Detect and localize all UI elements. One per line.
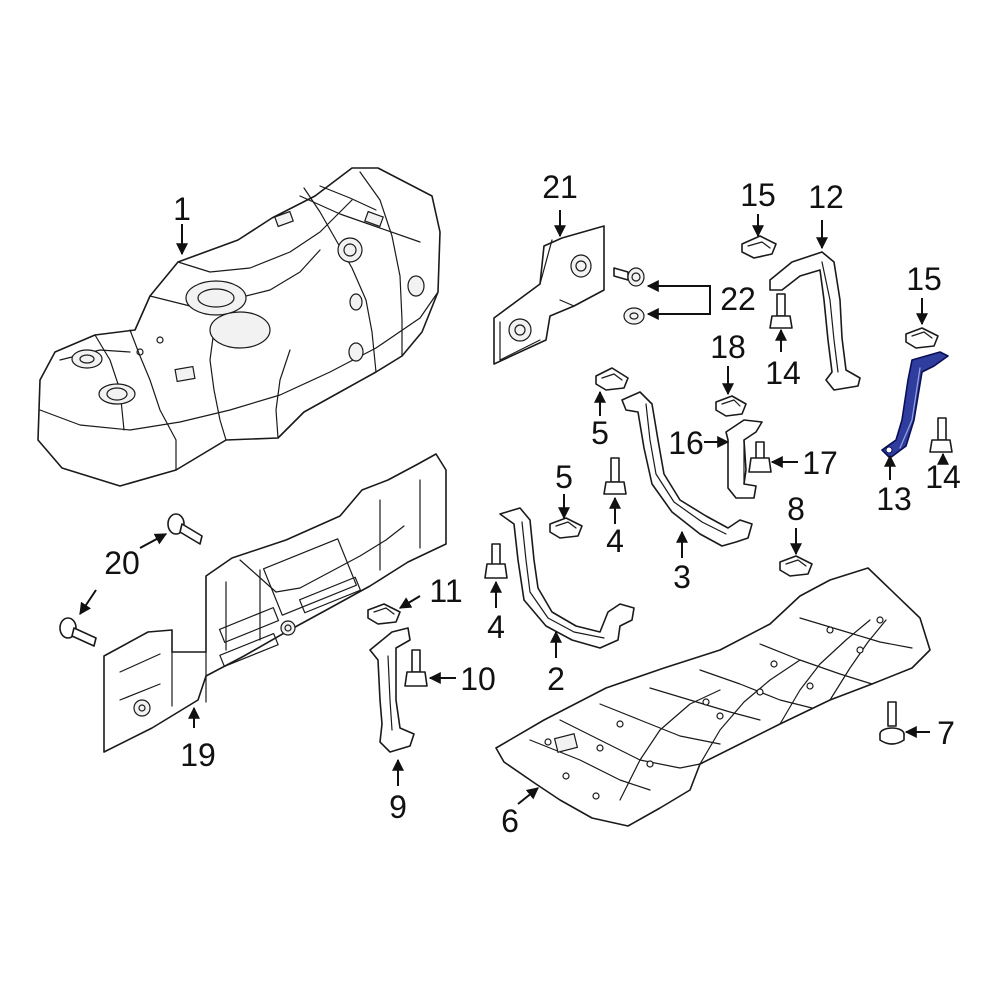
callout-5a: 5 — [591, 415, 609, 451]
callout-9: 9 — [389, 789, 407, 825]
part-5-clip-upper[interactable] — [595, 367, 629, 391]
part-22-bolt-and-nut[interactable] — [613, 267, 645, 325]
callout-leaders — [79, 210, 949, 805]
callout-labels: 1 2 3 4 4 5 5 6 7 8 9 10 11 12 13 14 14 … — [104, 169, 961, 839]
part-2-strap[interactable] — [499, 507, 635, 649]
leader-6 — [517, 787, 539, 805]
part-13-strap-highlighted[interactable] — [881, 351, 949, 459]
callout-22: 22 — [720, 281, 756, 317]
callout-14b: 14 — [925, 459, 961, 495]
callout-16: 16 — [668, 425, 704, 461]
callout-6: 6 — [501, 803, 519, 839]
part-14-bolt-right[interactable] — [929, 417, 953, 453]
part-16-bracket[interactable] — [725, 419, 763, 499]
part-20-bolt-upper[interactable] — [167, 513, 203, 545]
leader-11 — [398, 595, 421, 609]
callout-7: 7 — [937, 715, 955, 751]
callout-1: 1 — [173, 191, 191, 227]
callout-8: 8 — [787, 491, 805, 527]
part-20-bolt-lower[interactable] — [59, 617, 97, 647]
callout-14a: 14 — [765, 355, 801, 391]
callout-5b: 5 — [555, 459, 573, 495]
part-19-heat-shield[interactable] — [103, 453, 447, 753]
callout-2: 2 — [547, 661, 565, 697]
callout-4a: 4 — [606, 523, 624, 559]
part-1-fuel-tank[interactable] — [37, 167, 441, 487]
callout-3: 3 — [673, 559, 691, 595]
callout-13: 13 — [876, 481, 912, 517]
part-17-bolt[interactable] — [748, 441, 772, 473]
part-7-pin[interactable] — [879, 701, 905, 745]
part-3-strap[interactable] — [621, 391, 753, 547]
leader-20a — [139, 533, 168, 549]
callout-18: 18 — [710, 329, 746, 365]
callout-12: 12 — [808, 179, 844, 215]
part-11-clip[interactable] — [367, 603, 401, 625]
part-9-bracket[interactable] — [369, 627, 415, 753]
part-21-bracket[interactable] — [493, 225, 605, 365]
part-4-bolt-lower[interactable] — [484, 543, 508, 579]
part-6-skid-plate[interactable] — [495, 567, 931, 827]
callout-20: 20 — [104, 545, 140, 581]
part-5-clip-lower[interactable] — [549, 517, 583, 539]
part-14-bolt-left[interactable] — [769, 293, 793, 329]
callout-4b: 4 — [487, 609, 505, 645]
callout-10: 10 — [460, 661, 496, 697]
part-15-clip-upper[interactable] — [741, 235, 777, 259]
part-4-bolt-upper[interactable] — [603, 457, 627, 495]
callout-15a: 15 — [740, 177, 776, 213]
leader-22a — [646, 280, 711, 298]
part-12-strap[interactable] — [769, 251, 861, 391]
part-15-clip-right[interactable] — [905, 327, 939, 349]
callout-17: 17 — [802, 445, 838, 481]
part-8-clip[interactable] — [779, 555, 813, 577]
callout-19: 19 — [180, 737, 216, 773]
part-10-bolt[interactable] — [404, 649, 428, 687]
callout-11: 11 — [429, 573, 462, 609]
part-18-clip[interactable] — [715, 395, 747, 417]
leader-22b — [646, 298, 711, 320]
callout-21: 21 — [542, 169, 578, 205]
callout-15b: 15 — [906, 261, 942, 297]
leader-20b — [79, 589, 97, 615]
